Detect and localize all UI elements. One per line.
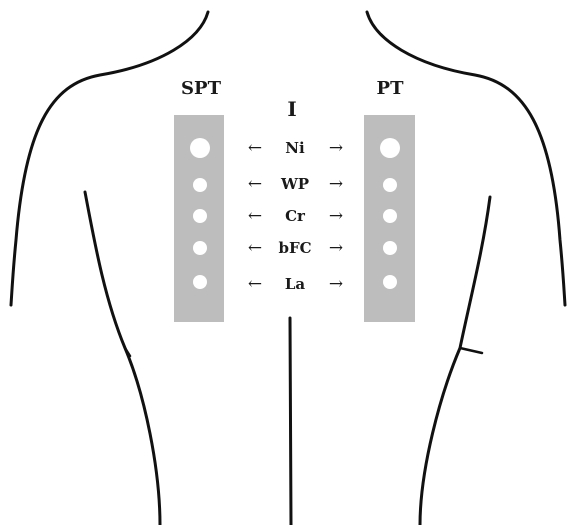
row-label-bfc: bFC: [278, 239, 311, 257]
test-spot-icon: [190, 138, 210, 158]
row-label-la: La: [285, 275, 306, 293]
left-arrow-icon: ←: [248, 206, 262, 226]
right-arrow-icon: →: [329, 174, 343, 194]
right-arrow-icon: →: [329, 138, 343, 158]
left-arrow-icon: ←: [248, 274, 262, 294]
back-outline-icon: [11, 12, 565, 525]
test-spot-icon: [380, 138, 400, 158]
row-label-cr: Cr: [285, 207, 306, 225]
left-arrow-icon: ←: [248, 138, 262, 158]
test-spot-icon: [383, 209, 397, 223]
left-side-line: [85, 192, 160, 525]
spine-line: [290, 318, 291, 525]
left-arrow-icon: ←: [248, 238, 262, 258]
right-arrow-icon: →: [329, 274, 343, 294]
test-spot-icon: [193, 241, 207, 255]
right-arrow-icon: →: [329, 206, 343, 226]
right-waist-tick: [460, 348, 482, 353]
test-spot-icon: [193, 209, 207, 223]
test-spot-icon: [193, 275, 207, 289]
test-spot-icon: [383, 275, 397, 289]
right-arrow-icon: →: [329, 238, 343, 258]
row-label-wp: WP: [280, 175, 309, 193]
right-side-line: [420, 197, 490, 525]
test-spot-icon: [193, 178, 207, 192]
spt-title: SPT: [181, 78, 222, 99]
pt-title: PT: [377, 78, 405, 99]
left-arrow-icon: ←: [248, 174, 262, 194]
center-label: I: [287, 97, 296, 121]
test-spot-icon: [383, 178, 397, 192]
test-spot-icon: [383, 241, 397, 255]
row-label-ni: Ni: [285, 139, 305, 157]
